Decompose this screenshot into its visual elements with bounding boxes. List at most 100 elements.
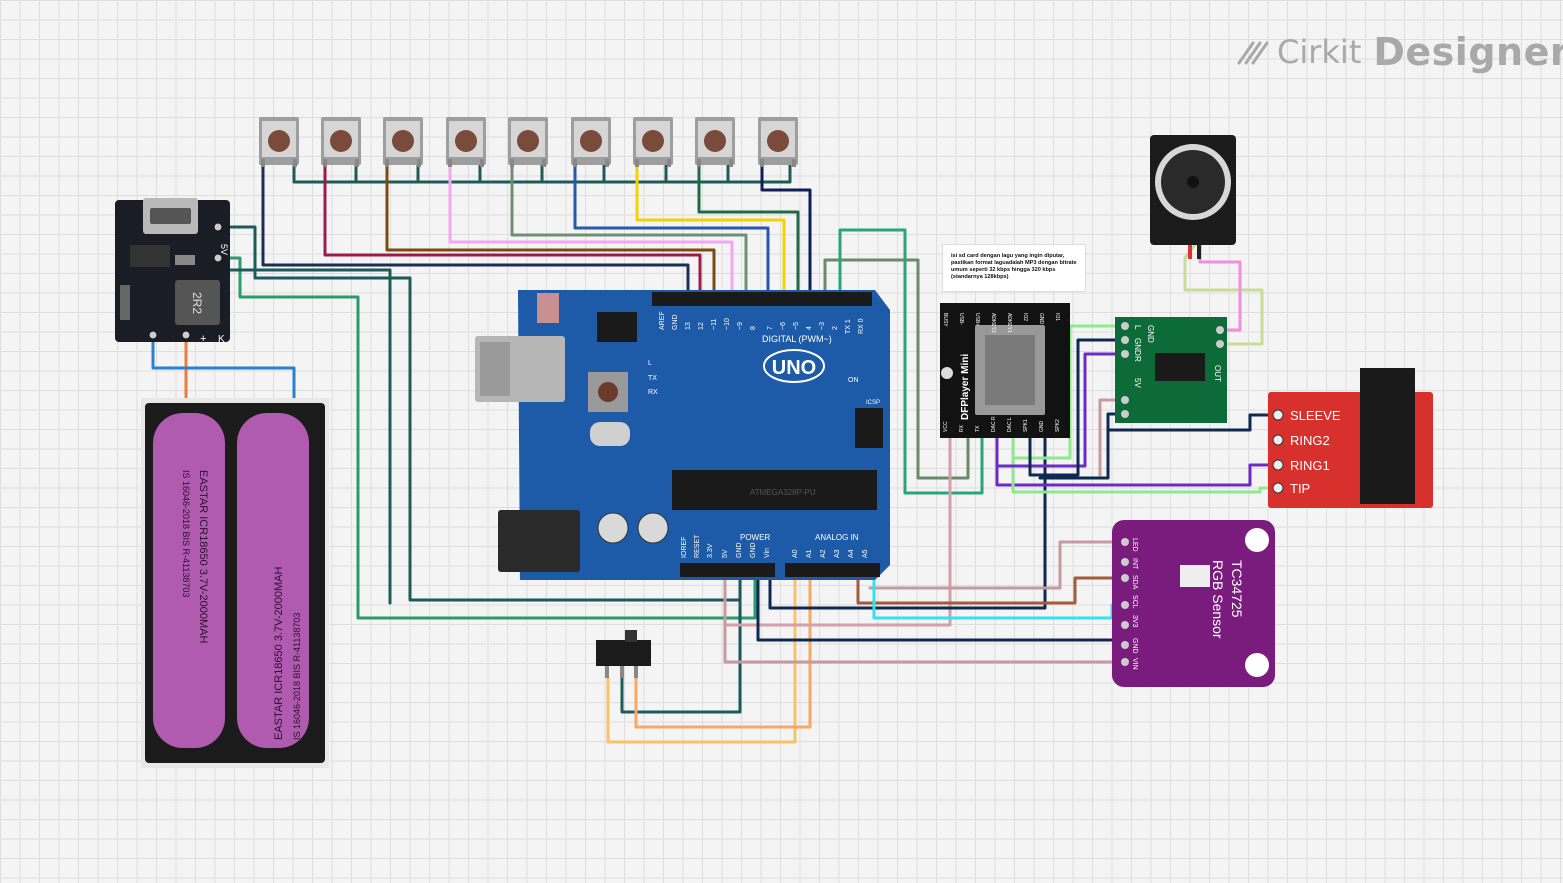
wire-switch-b[interactable] <box>620 598 742 714</box>
dc-jack[interactable] <box>498 510 580 572</box>
pin-label-a3: A3 <box>834 549 841 558</box>
wire-btn1[interactable] <box>261 163 690 300</box>
wire-button-gnd-drops[interactable] <box>354 163 730 184</box>
wire-sensor-led[interactable] <box>868 540 1127 590</box>
rx-led-label: RX <box>648 389 658 396</box>
dfplayer-pin-usbm: USB- <box>958 313 964 325</box>
amp-label-r: R <box>1133 356 1142 362</box>
wire-jack-sleeve[interactable] <box>1106 413 1280 432</box>
tcs34725-sensor[interactable]: TC34725 RGB Sensor LED INT SDA SCL 3V3 G… <box>1112 520 1275 687</box>
wire-btn8[interactable] <box>697 163 800 300</box>
pin-label-a4: A4 <box>848 549 855 558</box>
wire-speaker-a[interactable] <box>1183 243 1264 346</box>
charger-pin-plus[interactable] <box>213 253 223 263</box>
pin-label-6: ~6 <box>780 322 787 330</box>
push-button-8[interactable] <box>695 117 735 167</box>
sensor-pin-label-scl: SCL <box>1131 595 1138 609</box>
wire-charger-k[interactable] <box>228 268 392 605</box>
sd-card-note[interactable]: isi sd card dengan lagu yang ingin diput… <box>942 244 1086 292</box>
wire-btn4[interactable] <box>448 163 734 300</box>
pin-label-7: 7 <box>767 326 774 330</box>
wire-d2-dfplayer[interactable] <box>823 258 970 480</box>
wire-dfplayer-gnd[interactable] <box>768 436 1047 610</box>
l-led-label: L <box>648 360 652 367</box>
charger-pin-5v[interactable] <box>213 222 223 232</box>
dfplayer-pin-adkey2: ADKEY2 <box>990 313 996 333</box>
audio-jack-breakout[interactable]: SLEEVE RING2 RING1 TIP <box>1268 368 1433 508</box>
dfplayer-pin-dacl: DAC L <box>1007 417 1013 432</box>
amp-label-gnd: GND <box>1133 338 1142 356</box>
push-button-1[interactable] <box>259 117 299 167</box>
jack-pin-ring2[interactable] <box>1272 434 1284 446</box>
slide-switch[interactable] <box>596 630 651 678</box>
app-brand: Cirkit Designer <box>1235 30 1563 74</box>
dfplayer-mini[interactable]: DFPlayer Mini BUSY USB- USB+ ADKEY2 ADKE… <box>940 303 1070 438</box>
sensor-chip <box>1180 565 1210 587</box>
jack-label-tip: TIP <box>1290 481 1310 496</box>
dfplayer-pin-spk1: SPK1 <box>1023 419 1029 432</box>
jack-label-sleeve: SLEEVE <box>1290 408 1341 423</box>
wire-amp-r[interactable] <box>995 352 1127 468</box>
jack-pin-tip[interactable] <box>1272 482 1284 494</box>
wire-d3-dfplayer[interactable] <box>838 228 984 495</box>
speaker[interactable] <box>1150 135 1236 259</box>
atmega-chip <box>672 470 877 510</box>
wire-dac-l[interactable] <box>1011 436 1280 494</box>
wire-btn5[interactable] <box>510 163 748 300</box>
sensor-pin-label-led: LED <box>1131 538 1138 552</box>
wire-amp-l[interactable] <box>1011 324 1127 460</box>
audio-amplifier[interactable]: L GND R 5V GND OUT <box>1115 317 1227 423</box>
digital-label: DIGITAL (PWM~) <box>762 334 832 344</box>
dfplayer-pin-io2: IO2 <box>1022 313 1028 321</box>
dfplayer-pin-tx: TX <box>975 425 981 432</box>
push-button-6[interactable] <box>571 117 611 167</box>
battery-cell-1-label2: IS 16046-2018 BIS R-41138703 <box>181 470 191 597</box>
amp-label-out: OUT <box>1213 365 1222 382</box>
pin-label-10: ~10 <box>724 318 731 330</box>
battery-holder[interactable]: EASTAR ICR18650 3.7V-2000MAH IS 16046-20… <box>141 398 329 768</box>
pin-label-5: ~5 <box>793 322 800 330</box>
charger-pin-bat-pos[interactable] <box>148 330 158 340</box>
wire-btn3[interactable] <box>385 163 716 300</box>
wire-btn7[interactable] <box>635 163 786 300</box>
dfplayer-pin-gnd-top: GND <box>1038 313 1044 325</box>
sd-card-note-text: isi sd card dengan lagu yang ingin diput… <box>951 253 1077 280</box>
capacitor-1 <box>597 512 629 544</box>
push-button-2[interactable] <box>321 117 361 167</box>
jack-pin-ring1[interactable] <box>1272 459 1284 471</box>
wire-btn6[interactable] <box>573 163 770 300</box>
sensor-pin-label-gnd: GND <box>1131 638 1138 654</box>
pin-label-aref: AREF <box>659 311 666 330</box>
push-button-4[interactable] <box>446 117 486 167</box>
wire-switch-c[interactable] <box>634 570 812 729</box>
arduino-uno[interactable]: ATMEGA328P-PU UNO DIGITAL (PWM~) POWER A… <box>475 290 890 580</box>
wires <box>151 163 1280 744</box>
wire-sensor-vin[interactable] <box>723 570 1127 664</box>
amp-label-l: L <box>1133 325 1142 330</box>
wire-dac-r[interactable] <box>995 436 1280 487</box>
digital-header <box>652 292 872 306</box>
slide-switch-knob[interactable] <box>625 630 637 642</box>
wire-battery-pos[interactable] <box>151 333 296 405</box>
battery-cell-2-label: EASTAR ICR18650 3.7V-2000MAH <box>273 567 285 740</box>
usb-c-charger-module[interactable]: 2R2 5V + K <box>115 198 230 345</box>
amp-label-gnd2: GND <box>1146 325 1155 343</box>
capacitor-2 <box>637 512 669 544</box>
push-button-9[interactable] <box>758 117 798 167</box>
wire-btn2[interactable] <box>323 163 702 300</box>
wire-sensor-sda[interactable] <box>856 570 1127 605</box>
wire-amp-gnd[interactable] <box>1028 338 1127 477</box>
pin-label-12: 12 <box>698 322 705 330</box>
dfplayer-pin-io1: IO1 <box>1054 313 1060 321</box>
wire-switch-a[interactable] <box>606 570 797 744</box>
wire-charger-gnd[interactable] <box>216 256 757 620</box>
push-button-7[interactable] <box>633 117 673 167</box>
push-button-5[interactable] <box>508 117 548 167</box>
sensor-subtitle: RGB Sensor <box>1210 560 1226 639</box>
sensor-pin-label-3v3: 3V3 <box>1131 615 1138 628</box>
wire-btn9[interactable] <box>760 163 812 300</box>
jack-pin-sleeve[interactable] <box>1272 409 1284 421</box>
push-button-3[interactable] <box>383 117 423 167</box>
charger-pin-bat-neg[interactable] <box>181 330 191 340</box>
